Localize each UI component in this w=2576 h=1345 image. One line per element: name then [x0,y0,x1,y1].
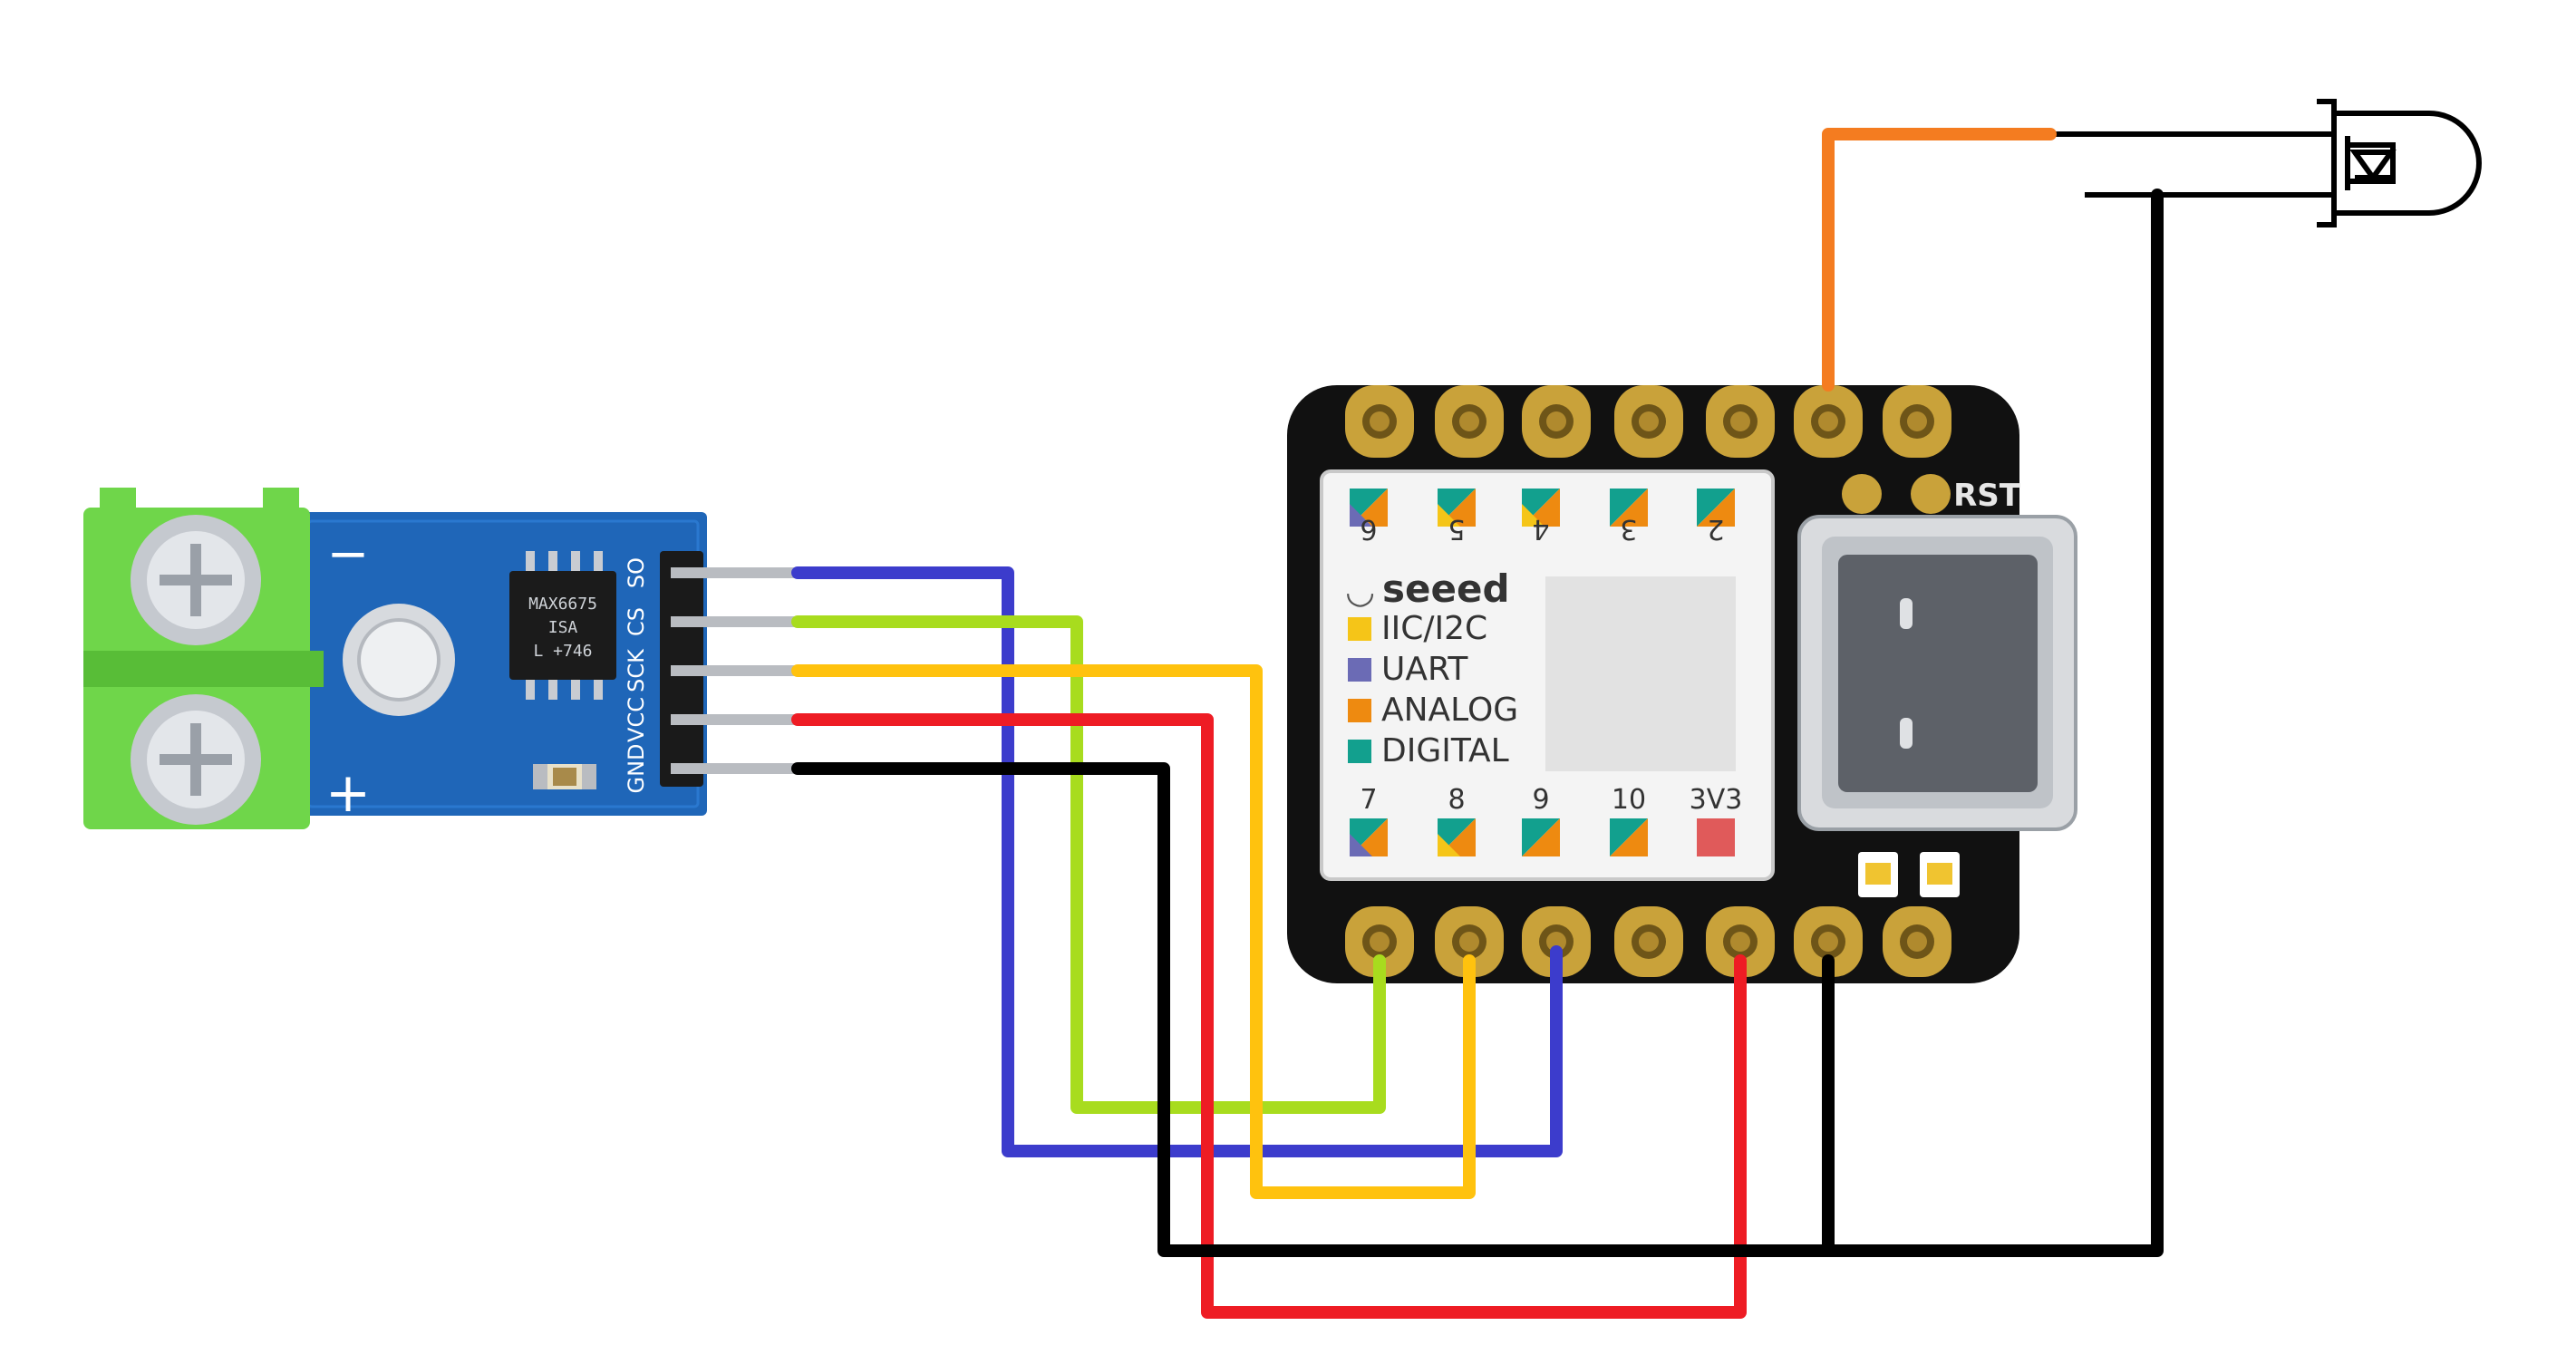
bottom-pin-label: 10 [1612,784,1646,816]
ir-diode-triangle-icon [2349,150,2397,183]
bottom-pin-marker-4 [1610,818,1648,856]
wire-cs [791,615,1386,1114]
legend-swatch [1348,617,1371,641]
seeed-logo-icon: ◡ [1345,571,1375,611]
bottom-pin-label: 7 [1360,784,1377,816]
top-pin-marker-5 [1697,489,1735,527]
usb-c-connector [1797,515,2077,831]
pin-label-vcc: VCC [624,697,649,742]
chip-label-line-1: MAX6675 [528,595,597,614]
legend-swatch [1348,699,1371,722]
top-pads [1345,385,1951,458]
bottom-pin-label: 8 [1448,784,1465,816]
wire-sck [791,664,1476,1199]
bottom-pads [1345,906,1951,977]
wire-so [791,566,1563,1157]
top-pad-6 [1794,385,1863,458]
bottom-pad-7 [1883,906,1951,977]
bottom-pad-4 [1614,906,1683,977]
top-pin-label: 4 [1532,513,1549,545]
wire-ir-ground [1822,189,2164,1257]
pin-label-gnd: GND [624,743,649,793]
smd-capacitor [533,764,596,789]
rst-label: RST [1953,478,2021,514]
legend-label: DIGITAL [1381,732,1509,769]
ir-receiver-symbol [2050,99,2482,227]
ir-receiver-frame [2348,142,2396,184]
bottom-pad-1 [1345,906,1414,977]
minus-sign: − [327,525,370,584]
top-pad-3 [1522,385,1591,458]
chip-label-line-3: L +746 [533,642,592,661]
top-pin-label: 2 [1707,513,1724,545]
screw-terminal [83,488,324,829]
bottom-pad-3 [1522,906,1591,977]
chip-label-line-2: ISA [548,618,578,637]
bottom-pin-marker-2 [1438,818,1476,856]
ir-receiver-body [2334,111,2482,216]
header-pin-sck [671,665,798,676]
bottom-pad-6 [1794,906,1863,977]
pin-label-sck: SCK [624,648,649,692]
pin-label-so: SO [624,557,649,588]
bottom-pin-marker-3 [1522,818,1560,856]
legend-swatch [1348,658,1371,682]
legend-swatch [1348,740,1371,763]
header-pin-so [671,567,798,578]
header-pins [671,567,798,774]
top-pin-markers: 6 5 4 3 2 [1350,489,1735,545]
top-pin-marker-2 [1438,489,1476,527]
top-pin-label: 6 [1360,513,1377,545]
legend-label: UART [1381,651,1468,688]
thermocouple-module: MAX6675 ISA L +746 − + SO CS SCK [83,488,798,829]
top-pin-marker-4 [1610,489,1648,527]
header-pin-gnd [671,763,798,774]
legend-label: ANALOG [1381,692,1518,729]
rst-pad-1 [1842,474,1882,514]
legend-label: IIC/I2C [1381,610,1487,647]
header-pin-cs [671,616,798,627]
wire-vcc [791,713,1747,1319]
top-pad-5 [1706,385,1775,458]
wire-gnd [791,762,1835,1257]
bottom-pad-5 [1706,906,1775,977]
header-pin-vcc [671,714,798,725]
top-pin-label: 3 [1620,513,1637,545]
status-leds [1858,852,1960,897]
mounting-hole-inner [357,618,441,702]
top-pad-2 [1435,385,1504,458]
top-pad-4 [1614,385,1683,458]
bottom-pin-markers: 7 8 9 10 3V3 [1350,784,1742,856]
shield-blank-area [1545,576,1736,771]
wire-ir-signal [1822,128,2057,392]
top-pin-label: 5 [1448,513,1465,545]
top-pad-1 [1345,385,1414,458]
pin-label-cs: CS [624,607,649,636]
bottom-pin-label: 3V3 [1690,784,1743,816]
rst-pad-2 [1911,474,1951,514]
top-pin-marker-1 [1350,489,1388,527]
bottom-pin-label: 9 [1532,784,1549,816]
xiao-board: RST 6 5 4 3 2 7 8 9 10 3V3 ◡ seeed IIC/I2C UART AN… [1287,385,2077,983]
bottom-pad-2 [1435,906,1504,977]
max6675-chip: MAX6675 ISA L +746 [509,551,616,700]
chip-body [509,571,616,680]
bottom-pin-marker-1 [1350,818,1388,856]
top-pin-marker-3 [1522,489,1560,527]
top-pad-7 [1883,385,1951,458]
bottom-pin-marker-5 [1697,818,1735,856]
brand-text: seeed [1382,566,1510,611]
plus-sign: + [325,761,371,825]
wires [791,128,2164,1319]
